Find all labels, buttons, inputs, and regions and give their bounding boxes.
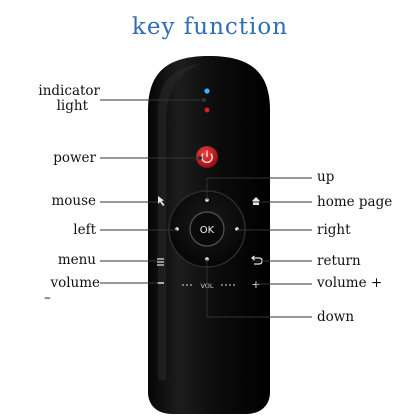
label-menu: menu (57, 252, 96, 268)
vol-dots (182, 284, 235, 286)
label-volume-plus: volume + (317, 275, 383, 291)
label-mouse: mouse (51, 193, 96, 209)
label-left: left (73, 222, 96, 238)
remote-highlight (158, 64, 200, 380)
label-return: return (317, 253, 361, 269)
leader-lines (100, 97, 312, 318)
indicator-light-blue (204, 88, 210, 94)
label-home-page: home page (317, 194, 393, 210)
ok-label: OK (200, 225, 215, 236)
diagram-title: key function (131, 14, 289, 40)
label-right: right (317, 222, 351, 238)
indicator-light-red (204, 107, 210, 113)
label-up: up (317, 169, 335, 185)
ok-button (189, 211, 225, 247)
label-power: power (53, 150, 96, 166)
label-indicator-light: indicator light (38, 83, 100, 114)
mouse-icon (158, 196, 165, 206)
label-down: down (317, 309, 355, 325)
menu-icon (157, 258, 164, 266)
volume-plus-icon: + (251, 278, 260, 291)
label-volume-minus: volume – (44, 275, 100, 306)
power-icon (201, 153, 213, 163)
home-icon (252, 197, 260, 205)
